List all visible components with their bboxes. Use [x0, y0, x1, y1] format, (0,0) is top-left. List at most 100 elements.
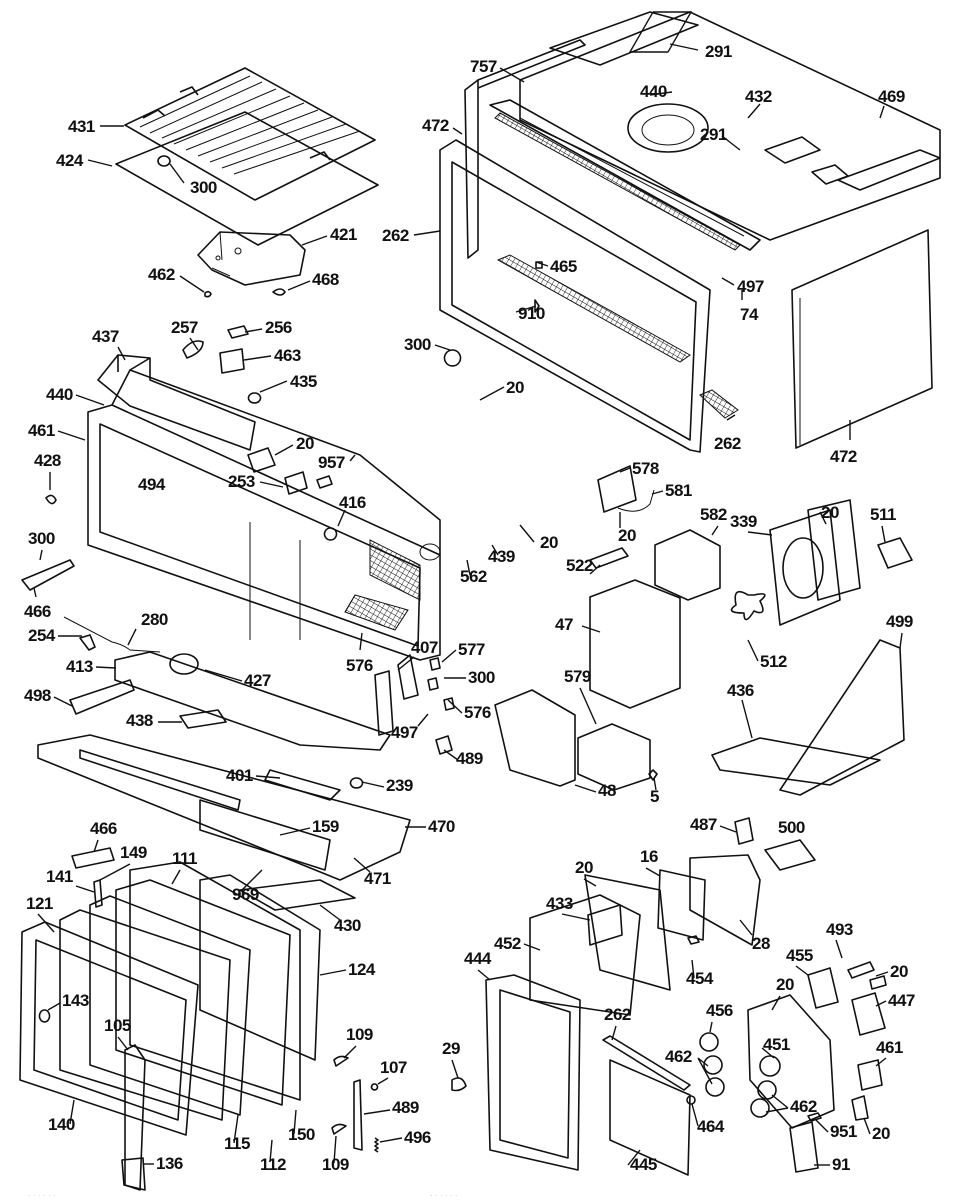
- part-label-500: 500: [778, 818, 805, 837]
- door-frame-outer: [19, 921, 199, 1136]
- part-label-431: 431: [68, 117, 95, 136]
- knob-451: [759, 1055, 781, 1077]
- part-label-413: 413: [66, 657, 93, 676]
- trim-strip-262: [602, 1035, 691, 1091]
- foot-pad: [349, 777, 364, 789]
- part-label-466: 466: [24, 602, 51, 621]
- clip-20g: [869, 975, 887, 990]
- part-label-499: 499: [886, 612, 913, 631]
- relay-500: [764, 839, 816, 871]
- part-label-280: 280: [141, 610, 168, 629]
- bottom-tray: [114, 651, 391, 751]
- part-label-461: 461: [28, 421, 55, 440]
- cover-plate: [179, 709, 227, 729]
- part-label-421: 421: [330, 225, 357, 244]
- timer-447: [851, 992, 886, 1036]
- grommet-part: [272, 288, 286, 296]
- magnetron: [577, 723, 651, 791]
- light-holder: [247, 392, 262, 404]
- part-label-489: 489: [456, 749, 483, 768]
- part-label-466: 466: [90, 819, 117, 838]
- part-label-452: 452: [494, 934, 521, 953]
- door-panel-121: [59, 909, 231, 1121]
- part-label-424: 424: [56, 151, 84, 170]
- part-label-47: 47: [555, 615, 573, 634]
- socket-bracket: [219, 348, 245, 374]
- part-label-462: 462: [665, 1047, 692, 1066]
- part-label-401: 401: [226, 766, 253, 785]
- side-frame-left: [464, 39, 586, 259]
- part-label-465: 465: [550, 257, 577, 276]
- cover-plate-top: [549, 11, 699, 66]
- lever-489: [353, 1079, 363, 1151]
- lamp-socket: [227, 325, 249, 339]
- part-label-579: 579: [564, 667, 591, 686]
- side-panel-right: [791, 229, 933, 449]
- part-label-20: 20: [618, 526, 636, 545]
- case-top-wrapper: [519, 11, 941, 241]
- choke-bar: [699, 389, 739, 419]
- nut-part: [535, 261, 543, 269]
- part-label-497: 497: [737, 277, 764, 296]
- part-label-438: 438: [126, 711, 153, 730]
- part-label-109: 109: [322, 1155, 349, 1174]
- control-frame-444: [485, 974, 581, 1171]
- footer-mark-left: . . . . . .: [28, 1188, 56, 1198]
- display-window-433: [587, 904, 623, 946]
- part-label-447: 447: [888, 991, 915, 1010]
- control-bracket-box: [97, 354, 256, 451]
- part-label-20: 20: [296, 434, 314, 453]
- part-label-300: 300: [28, 529, 55, 548]
- part-label-300: 300: [468, 668, 495, 687]
- transformer: [654, 529, 721, 601]
- part-label-454: 454: [686, 969, 714, 988]
- part-label-253: 253: [228, 472, 255, 491]
- switch-455: [807, 967, 839, 1009]
- part-label-428: 428: [34, 451, 61, 470]
- part-label-582: 582: [700, 505, 727, 524]
- part-label-430: 430: [334, 916, 361, 935]
- part-label-440: 440: [640, 82, 667, 101]
- knob-456: [699, 1032, 719, 1052]
- door-seal-124: [199, 874, 321, 1061]
- footer-mark-right: . . . . . .: [430, 1188, 458, 1198]
- switch-461: [857, 1059, 883, 1091]
- knob-462d: [750, 1098, 770, 1118]
- part-label-416: 416: [339, 493, 366, 512]
- part-label-489: 489: [392, 1098, 419, 1117]
- part-label-472: 472: [830, 447, 857, 466]
- part-label-20: 20: [506, 378, 524, 397]
- fan-shroud-opening: [782, 537, 824, 599]
- capacitor: [597, 465, 637, 513]
- part-label-451: 451: [763, 1035, 790, 1054]
- bottom-plate: [37, 734, 411, 881]
- probe-connector: [79, 634, 96, 651]
- door-hinge-466: [71, 847, 115, 869]
- drip-tray: [239, 879, 356, 911]
- part-label-435: 435: [290, 372, 317, 391]
- clip-951: [807, 1112, 822, 1122]
- part-label-576: 576: [464, 703, 491, 722]
- cap-part: [45, 494, 57, 505]
- part-label-20: 20: [540, 533, 558, 552]
- thermostat-part: [323, 527, 338, 541]
- side-bracket: [69, 679, 135, 715]
- circuit-board-451: [747, 994, 835, 1129]
- back-plate-445: [609, 1059, 691, 1176]
- vent-rail: [489, 99, 761, 251]
- knob-29: [451, 1077, 467, 1092]
- knob-462b: [705, 1077, 725, 1097]
- fan-blade: [730, 590, 766, 621]
- part-label-497: 497: [391, 723, 418, 742]
- part-label-512: 512: [760, 652, 787, 671]
- door-panel-115: [89, 895, 251, 1116]
- part-label-433: 433: [546, 894, 573, 913]
- relay-part: [247, 447, 276, 473]
- air-guide: [589, 579, 681, 709]
- resistor-part: [589, 547, 629, 569]
- control-board-20: [584, 874, 671, 991]
- part-label-109: 109: [346, 1025, 373, 1044]
- part-label-464: 464: [697, 1117, 725, 1136]
- part-label-29: 29: [442, 1039, 460, 1058]
